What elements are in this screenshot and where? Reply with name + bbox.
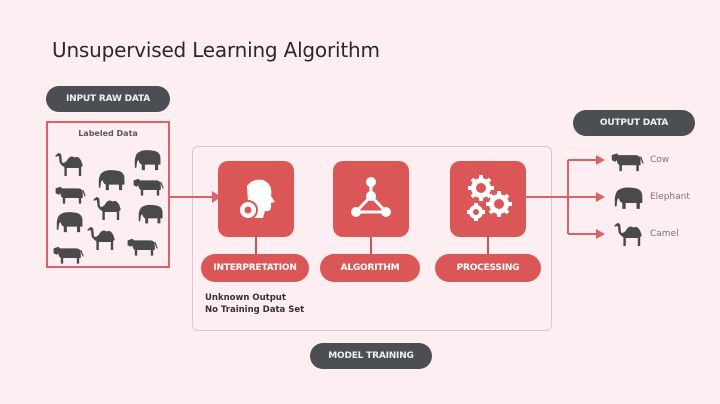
output-cow-label: Cow xyxy=(650,155,670,165)
model-note: Unknown Output No Training Data Set xyxy=(205,292,304,316)
model-training-box xyxy=(192,146,552,331)
output-data-pill: OUTPUT DATA xyxy=(573,110,695,136)
network-nodes-icon xyxy=(351,177,391,217)
head-gear-icon xyxy=(238,179,275,220)
algorithm-pill: ALGORITHM xyxy=(320,254,420,282)
note-unknown-output: Unknown Output xyxy=(205,293,286,303)
camel-icon xyxy=(613,220,645,248)
input-raw-data-pill: INPUT RAW DATA xyxy=(46,86,170,112)
algorithm-tile xyxy=(333,161,409,237)
model-training-pill: MODEL TRAINING xyxy=(310,343,432,369)
gears-icon xyxy=(467,175,512,221)
page-title: Unsupervised Learning Algorithm xyxy=(52,38,380,62)
output-elephant-label: Elephant xyxy=(650,192,690,202)
labeled-data-box: Labeled Data xyxy=(46,121,170,268)
interpretation-pill: INTERPRETATION xyxy=(201,254,309,282)
elephant-icon xyxy=(614,186,644,210)
processing-pill: PROCESSING xyxy=(435,254,541,282)
cow-icon xyxy=(610,150,644,172)
labeled-data-title: Labeled Data xyxy=(78,129,138,138)
interpretation-tile xyxy=(218,161,294,237)
output-camel-label: Camel xyxy=(650,229,679,239)
processing-tile xyxy=(450,161,526,237)
note-no-training-data: No Training Data Set xyxy=(205,305,305,315)
